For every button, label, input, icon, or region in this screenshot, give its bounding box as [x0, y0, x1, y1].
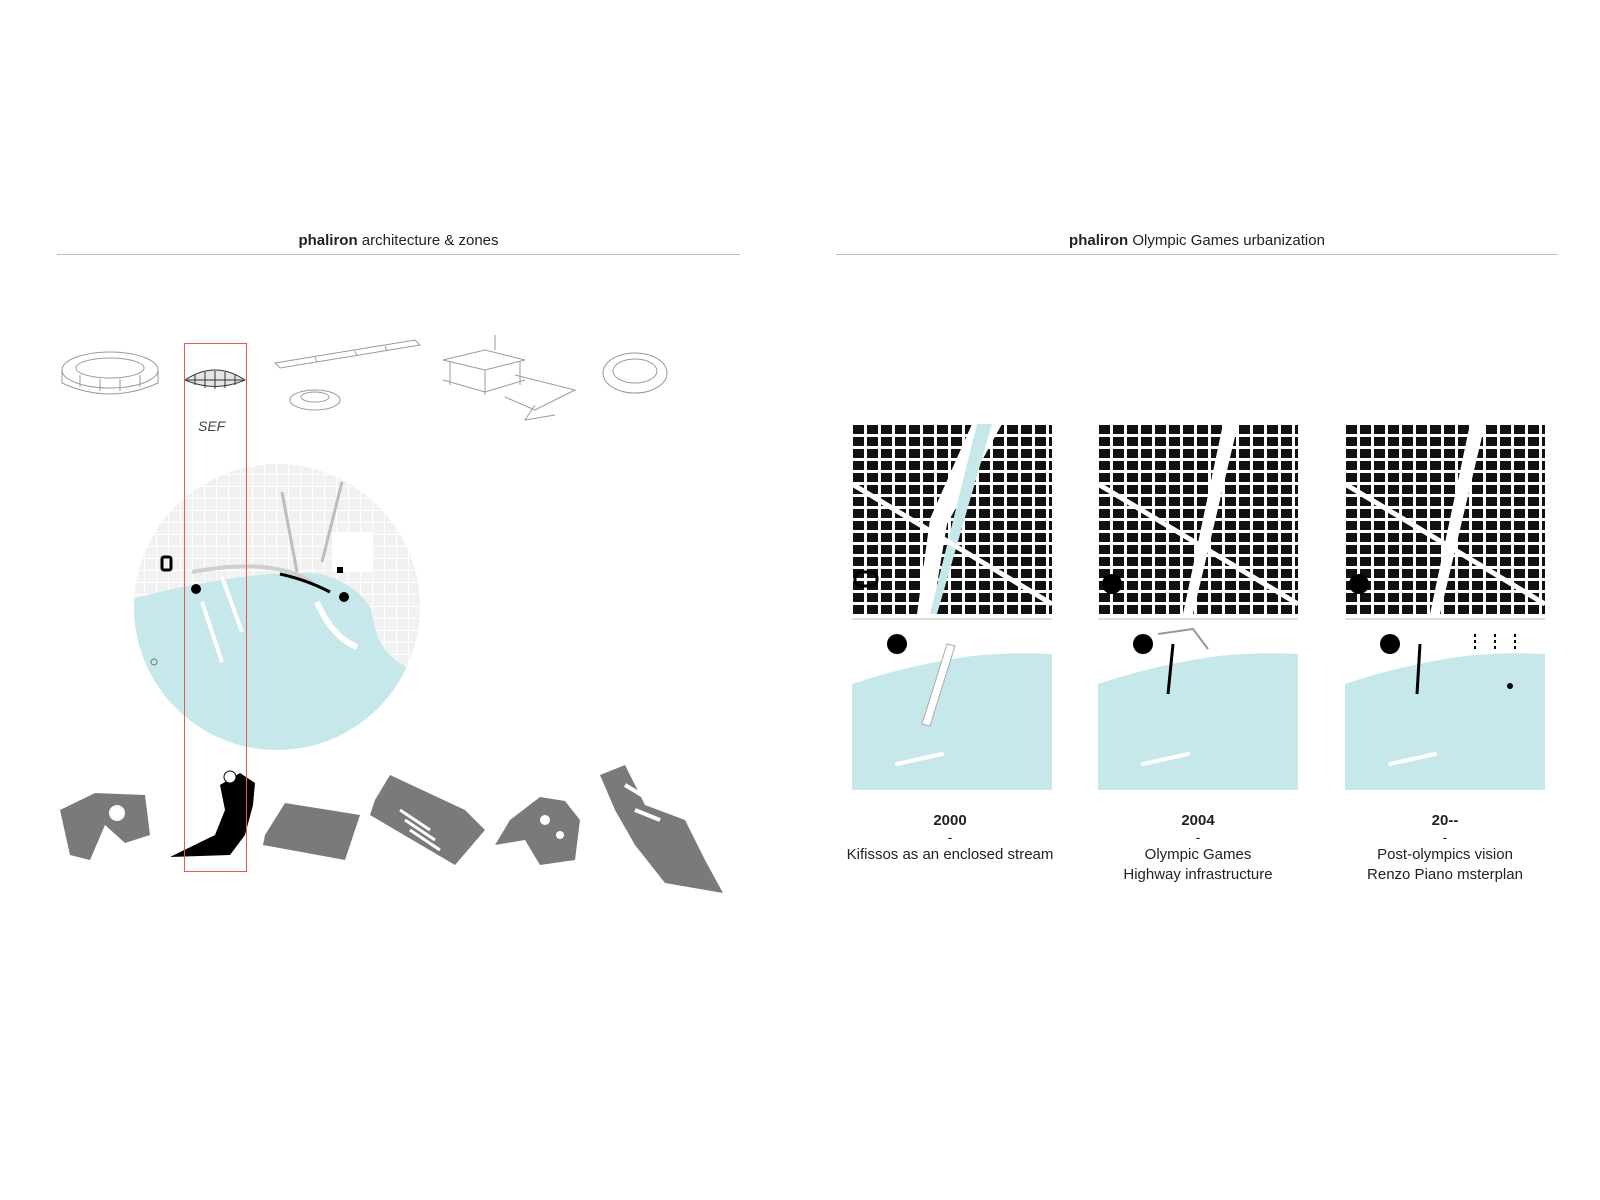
- right-title-bold: phaliron: [1069, 232, 1129, 249]
- left-title-bold: phaliron: [298, 232, 358, 249]
- left-title-rest: architecture & zones: [357, 232, 499, 249]
- oval-arena-sketch: [602, 352, 668, 394]
- left-title-rule: [57, 254, 740, 255]
- caption-line-1: Post-olympics vision: [1377, 846, 1513, 863]
- caption-line-1: Kifissos as an enclosed stream: [846, 846, 1054, 863]
- caption-dash: -: [1442, 829, 1448, 845]
- zone-shape-1: [60, 793, 150, 860]
- phaliron-circular-map: [134, 464, 420, 750]
- caption-year: 20--: [1431, 812, 1459, 829]
- caption-2000: 2000 - Kifissos as an enclosed stream: [830, 812, 1070, 865]
- sef-highlight-frame: [184, 343, 247, 872]
- zone-shape-5: [495, 797, 580, 865]
- map-panel-future: [1345, 424, 1545, 790]
- caption-2004: 2004 - Olympic Games Highway infrastruct…: [1078, 812, 1318, 885]
- pavilion-sketch: [442, 335, 577, 421]
- caption-future: 20-- - Post-olympics vision Renzo Piano …: [1325, 812, 1565, 885]
- caption-line-2: Renzo Piano msterplan: [1367, 866, 1523, 883]
- map-panel-2000: [852, 424, 1052, 790]
- architecture-sketch-row: [61, 335, 668, 421]
- zone-shape-sef: [170, 773, 255, 857]
- zone-shape-3: [263, 803, 360, 860]
- caption-line-2: Highway infrastructure: [1123, 866, 1273, 883]
- stadium-sketch: [61, 351, 159, 395]
- zone-shape-4: [370, 775, 485, 865]
- right-section-title: phaliron Olympic Games urbanization: [836, 232, 1558, 249]
- linear-building-sketch: [273, 339, 422, 411]
- right-title-rule: [836, 254, 1558, 255]
- sea-area: [134, 572, 420, 750]
- caption-dash: -: [1195, 829, 1201, 845]
- zone-shape-6: [600, 765, 723, 893]
- caption-line-1: Olympic Games: [1144, 846, 1252, 863]
- caption-dash: -: [947, 829, 953, 845]
- sef-label: SEF: [198, 418, 226, 434]
- sef-building-sketch: [183, 369, 247, 389]
- caption-year: 2004: [1181, 812, 1215, 829]
- right-title-rest: Olympic Games urbanization: [1128, 232, 1325, 249]
- caption-year: 2000: [933, 812, 967, 829]
- map-panel-2004: [1098, 424, 1298, 790]
- left-section-title: phaliron architecture & zones: [57, 232, 740, 249]
- zone-shapes-row: [60, 765, 723, 893]
